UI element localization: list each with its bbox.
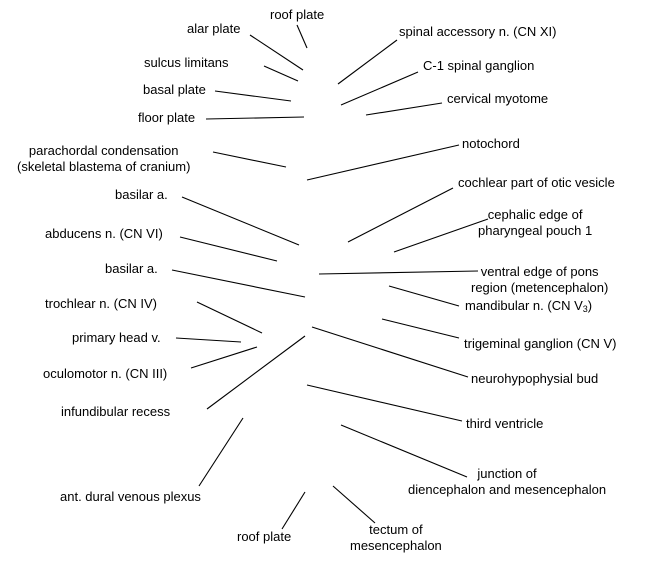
- label-mandibular-subscript: 3: [582, 304, 588, 314]
- leader-ant-dural: [198, 417, 244, 487]
- label-parachordal-line-1: parachordal condensation: [28, 143, 179, 158]
- leader-spinal-accessory: [337, 39, 398, 85]
- leader-roof-plate-bottom: [281, 491, 306, 530]
- label-third-ventricle: third ventricle: [466, 416, 544, 431]
- label-junction-line-1: junction of: [477, 466, 537, 481]
- label-tectum-line-1: tectum of: [369, 522, 423, 537]
- leader-infundibular: [206, 335, 306, 410]
- label-junction: junction of diencephalon and mesencephal…: [408, 466, 606, 498]
- leader-trigeminal: [381, 318, 460, 339]
- label-infundibular-recess: infundibular recess: [61, 404, 171, 419]
- label-basilar-a-1: basilar a.: [115, 187, 168, 202]
- label-spinal-accessory: spinal accessory n. (CN XI): [399, 24, 557, 39]
- label-basal-plate: basal plate: [143, 82, 206, 97]
- leader-cephalic-edge: [393, 218, 489, 253]
- leader-abducens: [179, 236, 278, 262]
- label-sulcus-limitans: sulcus limitans: [144, 55, 229, 70]
- leader-cochlear: [347, 187, 454, 243]
- label-cervical-myotome: cervical myotome: [447, 91, 549, 106]
- label-cochlear-part: cochlear part of otic vesicle: [458, 175, 615, 190]
- leader-neurohypophysial: [311, 326, 469, 378]
- label-mandibular-text: mandibular n. (CN V: [465, 298, 583, 313]
- label-ventral-pons-line-2: region (metencephalon): [471, 280, 609, 295]
- label-roof-plate-bottom: roof plate: [237, 529, 292, 544]
- leader-basilar-a-2: [171, 269, 306, 298]
- leader-tectum: [332, 485, 376, 524]
- label-tectum-line-2: mesencephalon: [350, 538, 442, 553]
- leader-ventral-pons: [318, 270, 479, 275]
- label-mandibular-close: ): [587, 298, 593, 313]
- leader-floor-plate: [205, 116, 305, 120]
- label-cephalic-edge: cephalic edge of pharyngeal pouch 1: [478, 207, 592, 239]
- leader-c1-ganglion: [340, 71, 419, 106]
- label-cephalic-edge-line-1: cephalic edge of: [487, 207, 583, 222]
- label-cephalic-edge-line-2: pharyngeal pouch 1: [478, 223, 593, 238]
- leader-mandibular: [388, 285, 460, 307]
- leader-third-ventricle: [306, 384, 463, 422]
- leader-notochord: [306, 144, 460, 181]
- label-junction-line-2: diencephalon and mesencephalon: [408, 482, 607, 497]
- leader-basilar-a-1: [181, 196, 300, 246]
- label-ant-dural-venous-plexus: ant. dural venous plexus: [60, 489, 201, 504]
- label-alar-plate: alar plate: [187, 21, 241, 36]
- label-ventral-pons: ventral edge of pons region (metencephal…: [471, 264, 608, 296]
- label-ventral-pons-line-1: ventral edge of pons: [480, 264, 599, 279]
- label-primary-head-v: primary head v.: [72, 330, 161, 345]
- label-trochlear: trochlear n. (CN IV): [45, 296, 157, 311]
- label-oculomotor: oculomotor n. (CN III): [43, 366, 168, 381]
- label-tectum: tectum of mesencephalon: [350, 522, 442, 554]
- leader-primary-head-v: [175, 337, 242, 343]
- leader-trochlear: [196, 301, 263, 334]
- leader-oculomotor: [190, 346, 258, 369]
- leader-alar-plate: [249, 34, 304, 71]
- label-parachordal: parachordal condensation (skeletal blast…: [17, 143, 190, 175]
- leader-basal-plate: [214, 90, 292, 102]
- label-mandibular: mandibular n. (CN V3): [465, 298, 592, 314]
- label-trigeminal-ganglion: trigeminal ganglion (CN V): [464, 336, 617, 351]
- label-basilar-a-2: basilar a.: [105, 261, 158, 276]
- label-c1-spinal-ganglion: C-1 spinal ganglion: [423, 58, 535, 73]
- leader-parachordal: [212, 151, 287, 168]
- label-floor-plate: floor plate: [138, 110, 196, 125]
- label-neurohypophysial-bud: neurohypophysial bud: [471, 371, 599, 386]
- leader-junction: [340, 424, 468, 478]
- leader-sulcus-limitans: [263, 65, 299, 82]
- label-notochord: notochord: [462, 136, 520, 151]
- label-parachordal-line-2: (skeletal blastema of cranium): [17, 159, 191, 174]
- label-abducens: abducens n. (CN VI): [45, 226, 163, 241]
- label-roof-plate-top: roof plate: [270, 7, 325, 22]
- leader-cervical-myotome: [365, 102, 443, 116]
- leader-roof-plate-top: [296, 24, 308, 49]
